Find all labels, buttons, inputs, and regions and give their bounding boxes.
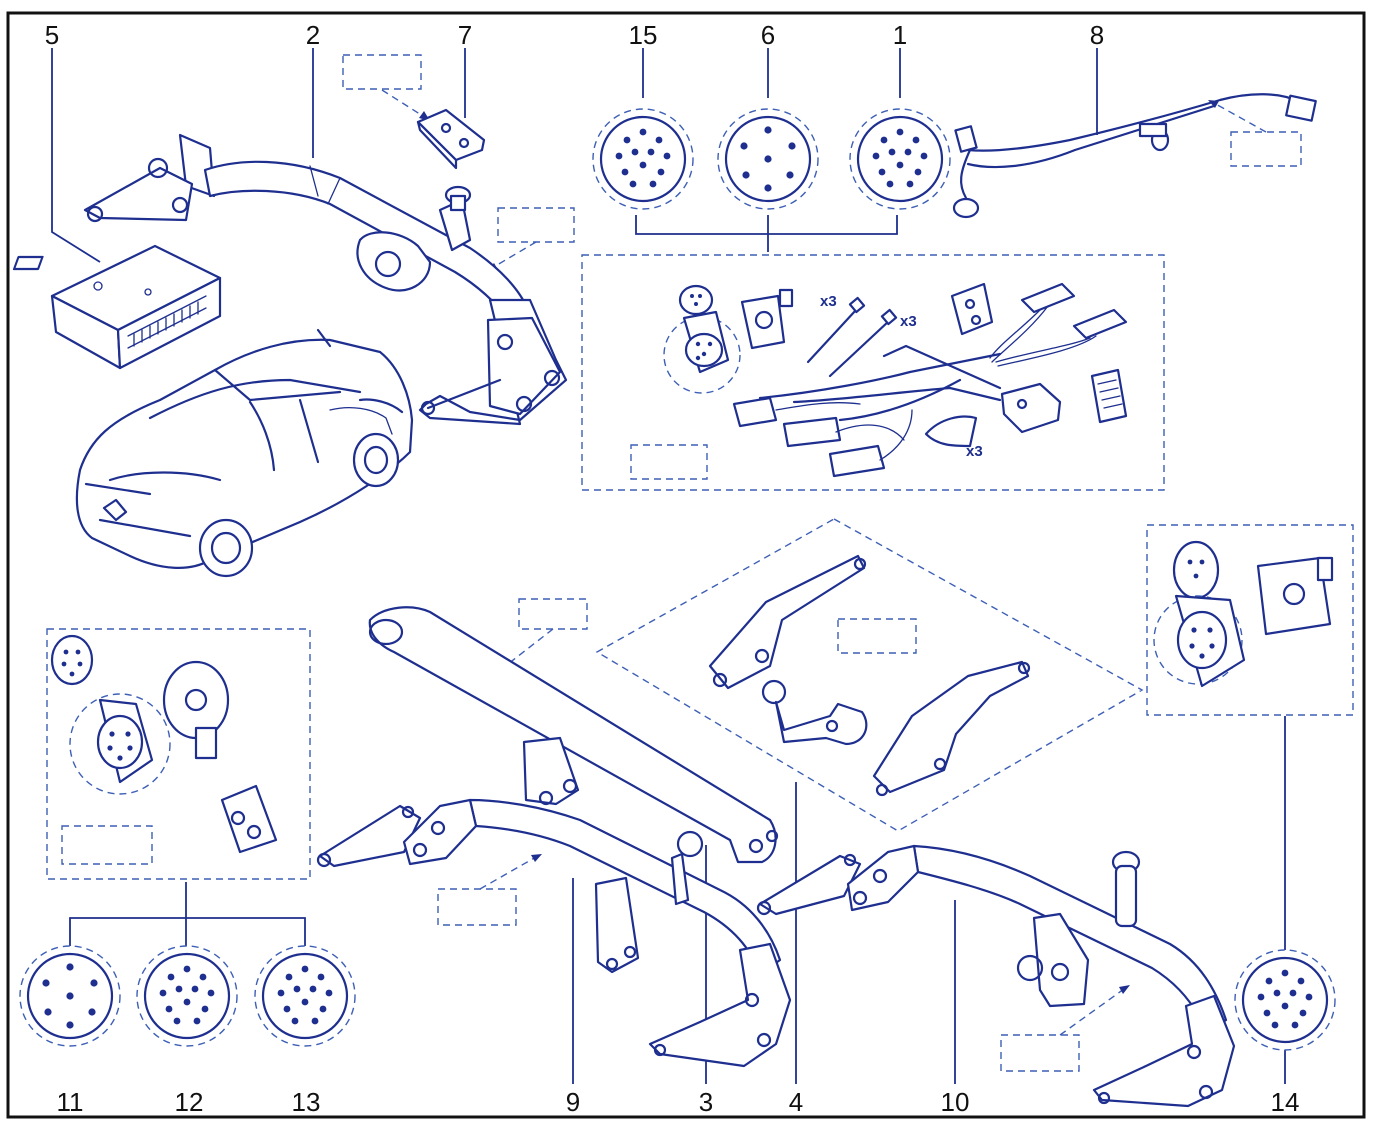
socket-kit-right-contents [1153,540,1334,688]
socket-kit-box-left [46,628,311,880]
connector-13-pin-icon-13 [254,945,356,1047]
dashed-label-box [1000,1034,1080,1072]
car-icon [75,328,414,578]
dashed-label-box [518,598,588,630]
dashed-label-box [630,444,708,480]
towbar-detachable-icon [756,844,1236,1108]
socket-kit-box-right [1146,524,1354,716]
callout-13: 13 [292,1087,321,1117]
callout-3: 3 [699,1087,713,1117]
wiring-kit-contents: x3 x3 x3 [663,282,1128,478]
connector-7-pin-icon-6 [717,108,819,210]
callout-9: 9 [566,1087,580,1117]
dashed-label-box [437,888,517,926]
callout-12: 12 [175,1087,204,1117]
quantity-mark: x3 [966,443,983,460]
quantity-mark: x3 [900,313,917,330]
callout-1: 1 [893,20,907,50]
dashed-label-boxes [46,54,1354,1072]
towbar-fixed-icon [316,798,792,1068]
cross-beam-icon [368,606,779,864]
callout-numbers: 5 2 7 15 6 1 8 11 12 13 9 3 4 10 14 [45,20,1300,1117]
callout-10: 10 [941,1087,970,1117]
callout-7: 7 [458,20,472,50]
small-bracket-icon [416,108,486,170]
dashed-label-box [837,618,917,654]
dashed-label-box [342,54,422,90]
callout-8: 8 [1090,20,1104,50]
connector-13-pin-icon-15 [592,108,694,210]
wiring-kit-box [581,254,1165,491]
bracket-kit-icon [708,554,1031,797]
bracket-kit-diamond [595,518,1144,832]
wiring-harness-icon [952,93,1317,219]
connector-13-pin-icon-14 [1234,949,1336,1051]
control-module-icon [12,244,222,370]
connector-13-pin-icon-1 [849,108,951,210]
callout-11: 11 [57,1087,84,1117]
socket-kit-left-contents [50,634,278,854]
callout-15: 15 [629,20,658,50]
dashed-label-box [497,207,575,243]
dashed-label-box [61,825,153,865]
connector-7-pin-icon-11 [19,945,121,1047]
connector-13-pin-icon-12 [136,945,238,1047]
callout-14: 14 [1271,1087,1300,1117]
quantity-mark: x3 [820,293,837,310]
dashed-label-box [1230,131,1302,167]
diagram-frame [6,11,1366,1119]
towbar-assembly-icon [83,133,568,426]
callout-5: 5 [45,20,59,50]
callout-6: 6 [761,20,775,50]
callout-4: 4 [789,1087,803,1117]
callout-2: 2 [306,20,320,50]
